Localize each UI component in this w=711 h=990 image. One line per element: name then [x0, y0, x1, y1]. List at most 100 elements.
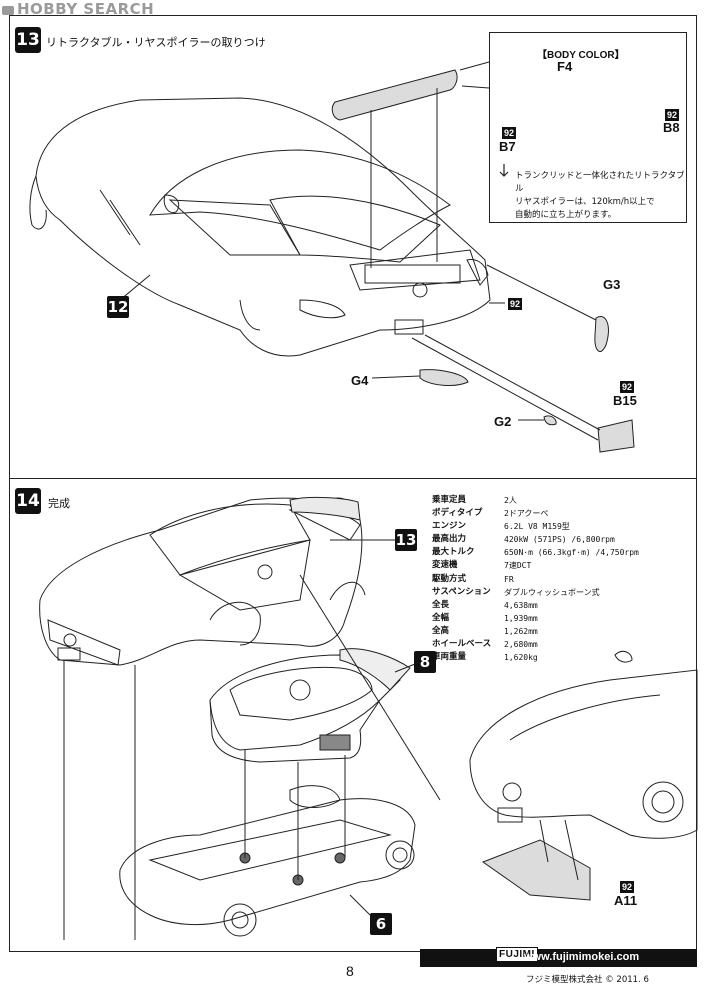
footer-bar [420, 949, 697, 967]
spec-key: 車両重量 [432, 652, 467, 663]
spec-row: 車両重量 1,620kg [432, 651, 639, 664]
spec-key: 全高 [432, 625, 450, 636]
spec-row: ボディタイプ 2ドアクーペ [432, 507, 639, 520]
part-label-b15: B15 [613, 393, 637, 408]
guide-line [349, 894, 371, 916]
page-number: 8 [346, 963, 354, 979]
spec-key: 全幅 [432, 612, 450, 623]
spec-row: 乗車定員 2人 [432, 494, 639, 507]
note-line: 自動的に立ち上がります。 [515, 210, 617, 220]
guide-line [119, 274, 151, 301]
paint-badge: 92 [620, 381, 635, 393]
spec-value: 2ドアクーペ [504, 509, 549, 519]
watermark-text: HOBBY SEARCH [17, 0, 155, 18]
step-number-14: 14 [15, 488, 41, 514]
spec-value: 650N·m (66.3kgf·m) /4,750rpm [504, 548, 639, 558]
website-link[interactable]: www.fujimimokei.com [524, 951, 640, 963]
guide-line [486, 264, 597, 321]
note-line: リヤスポイラーは、120km/h以上で [515, 197, 655, 207]
interior-tub [209, 648, 411, 763]
detail-car-front [469, 650, 698, 839]
spec-value: 420kW (571PS) /6,800rpm [504, 535, 615, 545]
part-label-g3: G3 [603, 277, 621, 292]
spec-value: 4,638mm [504, 600, 538, 610]
ref-6: 6 [370, 913, 392, 935]
spec-key: 全長 [432, 599, 450, 610]
part-label-g4: G4 [351, 373, 369, 388]
step14-spoiler [289, 496, 361, 521]
step14-car-body [39, 497, 366, 666]
lens-part-g2 [543, 415, 557, 426]
camera-icon [2, 6, 14, 15]
part-label-b7: B7 [499, 139, 516, 154]
copyright: フジミ模型株式会社 © 2011. 6 [526, 975, 649, 985]
spec-value: 1,262mm [504, 626, 538, 636]
paint-badge: 92 [665, 109, 680, 121]
guide-line [394, 663, 416, 673]
spec-row: 最高出力 420kW (571PS) /6,800rpm [432, 533, 639, 546]
inset-panel [489, 32, 687, 223]
part-label-g2: G2 [494, 414, 512, 429]
step13-title: リトラクタブル・リヤスポイラーの取りつけ [46, 36, 266, 49]
part-label-a11: A11 [614, 893, 638, 908]
step13-car-body [29, 97, 491, 357]
plate-part-b15 [597, 419, 635, 453]
inset-title: 【BODY COLOR】 [537, 50, 625, 61]
spec-value: FR [504, 574, 514, 584]
spec-value: 2人 [504, 496, 517, 505]
lens-part-g3 [594, 316, 609, 353]
info-mark-icon [499, 164, 509, 177]
spec-value: 1,620kg [504, 653, 538, 663]
note-line: トランクリッドと一体化されたリトラクタブル [515, 171, 685, 194]
body-ref-12: 12 [107, 296, 129, 318]
inset-note: トランクリッドと一体化されたリトラクタブル リヤスポイラーは、120km/h以上… [515, 170, 685, 222]
guide-line [564, 819, 579, 881]
spec-key: ボディタイプ [432, 508, 483, 519]
page-frame [9, 15, 697, 952]
spec-value: 6.2L V8 M159型 [504, 522, 570, 532]
spec-table: 乗車定員 2人 ボディタイプ 2ドアクーペ エンジン 6.2L V8 M159型 最高… [432, 494, 639, 664]
spec-row: 変速機 7速DCT [432, 559, 639, 572]
paint-badge: 92 [620, 881, 635, 893]
guide-line [299, 574, 441, 801]
undertray-part-a11 [481, 839, 591, 901]
spec-key: 変速機 [432, 560, 458, 571]
guide-line [539, 819, 549, 863]
chassis [119, 785, 416, 937]
lens-part-g4 [419, 369, 469, 386]
spec-value: 1,939mm [504, 613, 538, 623]
spec-row: 全高 1,262mm [432, 625, 639, 638]
spec-row: ホイールベース 2,680mm [432, 638, 639, 651]
spec-row: エンジン 6.2L V8 M159型 [432, 520, 639, 533]
spec-value: ダブルウィッシュボーン式 [504, 587, 600, 597]
step14-title: 完成 [48, 497, 70, 510]
spec-key: 駆動方式 [432, 573, 467, 584]
ref-8: 8 [414, 651, 436, 673]
paint-badge: 92 [502, 127, 517, 139]
paint-badge: 92 [508, 298, 523, 310]
spec-key: エンジン [432, 521, 467, 532]
spec-row: 全幅 1,939mm [432, 612, 639, 625]
spec-value: 2,680mm [504, 640, 538, 650]
spec-key: ホイールベース [432, 639, 492, 650]
guide-line [371, 375, 421, 379]
spec-row: 最大トルク 650N·m (66.3kgf·m) /4,750rpm [432, 546, 639, 559]
section-divider [9, 478, 697, 480]
spec-key: 乗車定員 [432, 495, 467, 505]
spec-key: サスペンション [432, 586, 491, 597]
brand-logo: FUJIMI [496, 947, 538, 962]
spec-row: サスペンション ダブルウィッシュボーン式 [432, 586, 639, 599]
spec-row: 駆動方式 FR [432, 573, 639, 586]
spec-key: 最大トルク [432, 547, 475, 558]
spec-row: 全長 4,638mm [432, 599, 639, 612]
ref-13: 13 [395, 529, 417, 551]
watermark: HOBBY SEARCH [2, 0, 154, 18]
step-number-13: 13 [15, 27, 41, 53]
callout-pointer [459, 61, 490, 89]
spoiler-part [331, 69, 458, 121]
spec-key: 最高出力 [432, 534, 467, 545]
guide-line [411, 334, 601, 441]
spec-value: 7速DCT [504, 561, 532, 571]
part-label-b8: B8 [663, 120, 680, 135]
part-label-f4: F4 [557, 59, 573, 74]
